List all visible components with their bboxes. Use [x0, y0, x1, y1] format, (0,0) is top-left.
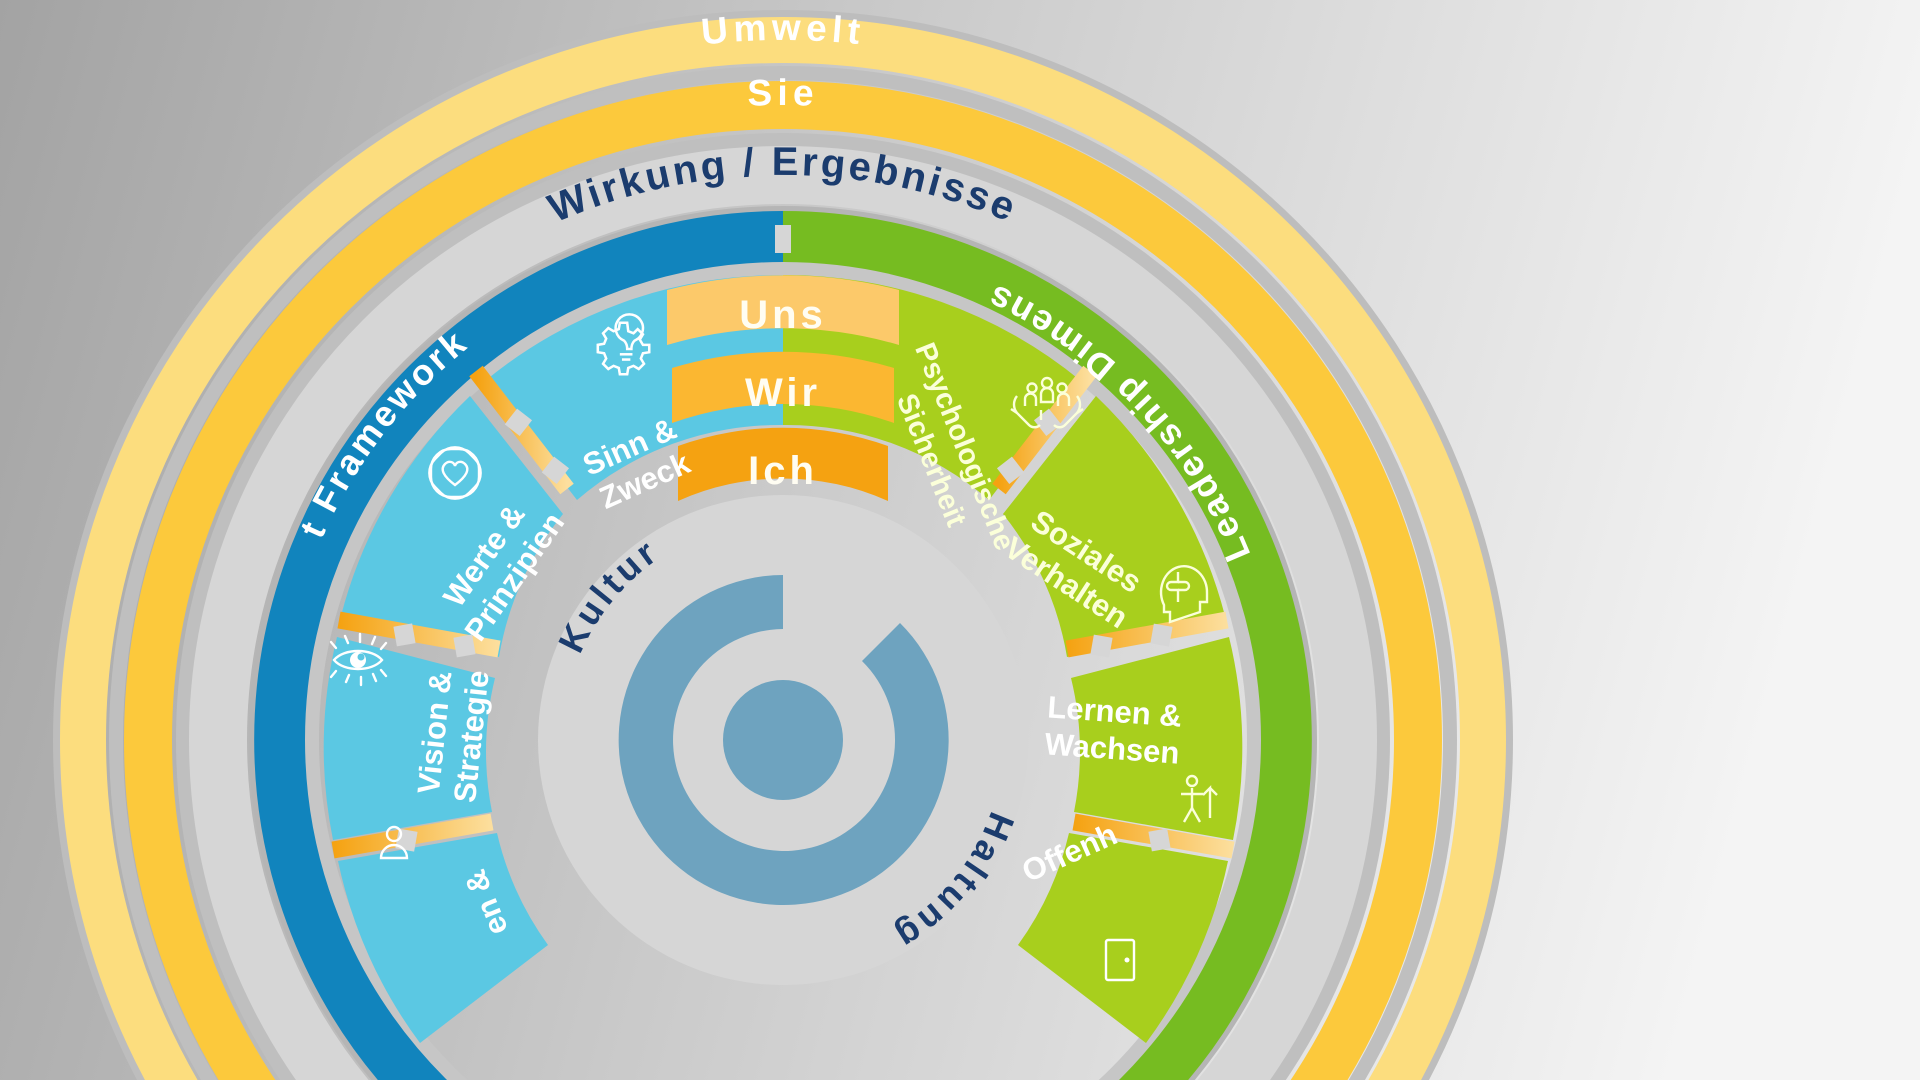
person-icon	[379, 825, 409, 860]
core-spiral-inner	[723, 680, 843, 800]
segment-werte-prinzipien[interactable]	[341, 396, 563, 657]
label-uns: Uns	[739, 293, 827, 337]
arc-leadership-dimensions[interactable]	[782, 211, 1312, 1080]
ring-umwelt[interactable]	[60, 17, 1506, 1080]
band-wir[interactable]	[672, 351, 894, 423]
arc-leadership-intent-framework[interactable]	[254, 211, 784, 1080]
ring-sie[interactable]	[124, 81, 1442, 1080]
heart-atom-icon	[428, 446, 482, 500]
eye-icon	[329, 632, 388, 687]
hands-people-icon	[1010, 376, 1084, 429]
open-icon	[1104, 938, 1136, 982]
divider-2	[176, 133, 1390, 1080]
head-puzzle-icon	[1159, 564, 1209, 624]
segment-offenheit[interactable]	[1018, 833, 1228, 1043]
segment-blue-lower[interactable]	[338, 833, 548, 1043]
label-umwelt: Umwelt	[699, 7, 867, 53]
outer-gray-edge	[53, 10, 1513, 1080]
divider-1	[109, 66, 1457, 1080]
growth-person-icon	[1181, 774, 1218, 823]
label-sie: Sie	[747, 72, 820, 114]
label-lernen-wachsen: Lernen & Wachsen	[1044, 689, 1183, 770]
arc-gap-top	[775, 225, 791, 253]
segment-soziales-verhalten[interactable]	[1003, 396, 1225, 657]
segment-lernen-wachsen[interactable]	[1071, 637, 1243, 840]
label-wir: Wir	[745, 371, 821, 415]
band-ich[interactable]	[678, 427, 888, 501]
ring-wirkung[interactable]	[189, 146, 1377, 1080]
center-bands	[667, 275, 899, 501]
divider-3	[305, 262, 1261, 1080]
outer-rings	[53, 10, 1513, 1080]
lightbulb-gear-icon	[596, 313, 651, 376]
dimension-arcs	[249, 206, 1317, 1080]
band-uns[interactable]	[667, 275, 899, 345]
core-logo[interactable]	[618, 575, 949, 905]
segment-vision-strategie[interactable]	[323, 637, 495, 840]
label-ich: Ich	[748, 449, 818, 493]
core-spiral-outer	[618, 575, 949, 905]
